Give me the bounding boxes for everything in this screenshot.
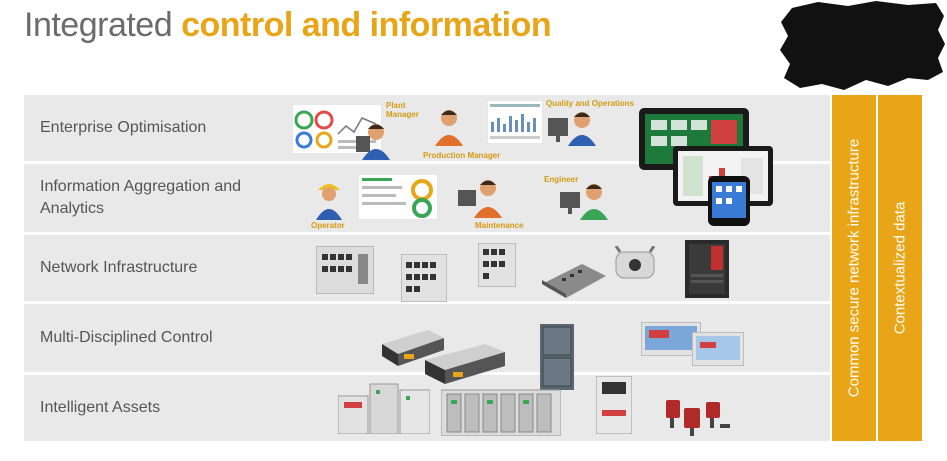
- smartphone-icon: [708, 176, 750, 226]
- server-rack-icon: [685, 240, 729, 298]
- person-at-computer-icon: [435, 110, 463, 146]
- role-engineer: Engineer: [544, 175, 579, 184]
- redaction-blot: [780, 1, 945, 90]
- title-prefix: Integrated: [24, 6, 173, 44]
- layer-label: Intelligent Assets: [40, 399, 161, 416]
- person-at-computer-icon: [548, 112, 596, 146]
- person-at-computer-icon: [560, 184, 608, 220]
- io-module-icon: [596, 376, 632, 434]
- band-label: Common secure network infrastructure: [845, 138, 863, 398]
- drive-cabinet-icon: [540, 324, 574, 390]
- network-switch-icon: [542, 264, 606, 298]
- dashboard-screenshot-icon: [487, 100, 543, 144]
- band-label: Contextualized data: [891, 201, 909, 335]
- network-switch-icon: [401, 254, 447, 302]
- controller-icon: [382, 330, 444, 366]
- sensor-icon: [666, 400, 730, 436]
- page-title: Integrated control and information: [24, 6, 552, 45]
- role-operator: Operator: [311, 221, 345, 230]
- network-switch-icon: [478, 243, 516, 287]
- dashboard-screenshot-icon: [358, 174, 438, 220]
- role-quality-operations: Quality and Operations: [546, 99, 635, 108]
- role-maintenance: Maintenance: [475, 221, 524, 230]
- hmi-panel-icon: [641, 322, 701, 356]
- hmi-panel-icon: [692, 332, 744, 366]
- person-at-computer-icon: [356, 124, 390, 160]
- layer-label: Enterprise Optimisation: [40, 119, 207, 136]
- layer-label: Information Aggregation and Analytics: [40, 178, 242, 217]
- controller-icon: [425, 344, 505, 384]
- wireless-access-point-icon: [614, 246, 656, 279]
- network-switch-icon: [316, 246, 374, 294]
- layer-label: Network Infrastructure: [40, 259, 198, 276]
- io-module-icon: [338, 383, 430, 434]
- role-plant-manager: Plant Manager: [386, 101, 419, 119]
- title-highlight: control and information: [181, 6, 552, 44]
- person-at-computer-icon: [316, 184, 342, 220]
- role-production-manager: Production Manager: [423, 151, 501, 160]
- person-at-computer-icon: [458, 180, 502, 218]
- band-contextualized-data: Contextualized data: [878, 95, 922, 441]
- layer-label: Multi-Disciplined Control: [40, 329, 213, 346]
- band-common-secure-network: Common secure network infrastructure: [832, 95, 876, 441]
- io-module-icon: [441, 389, 561, 436]
